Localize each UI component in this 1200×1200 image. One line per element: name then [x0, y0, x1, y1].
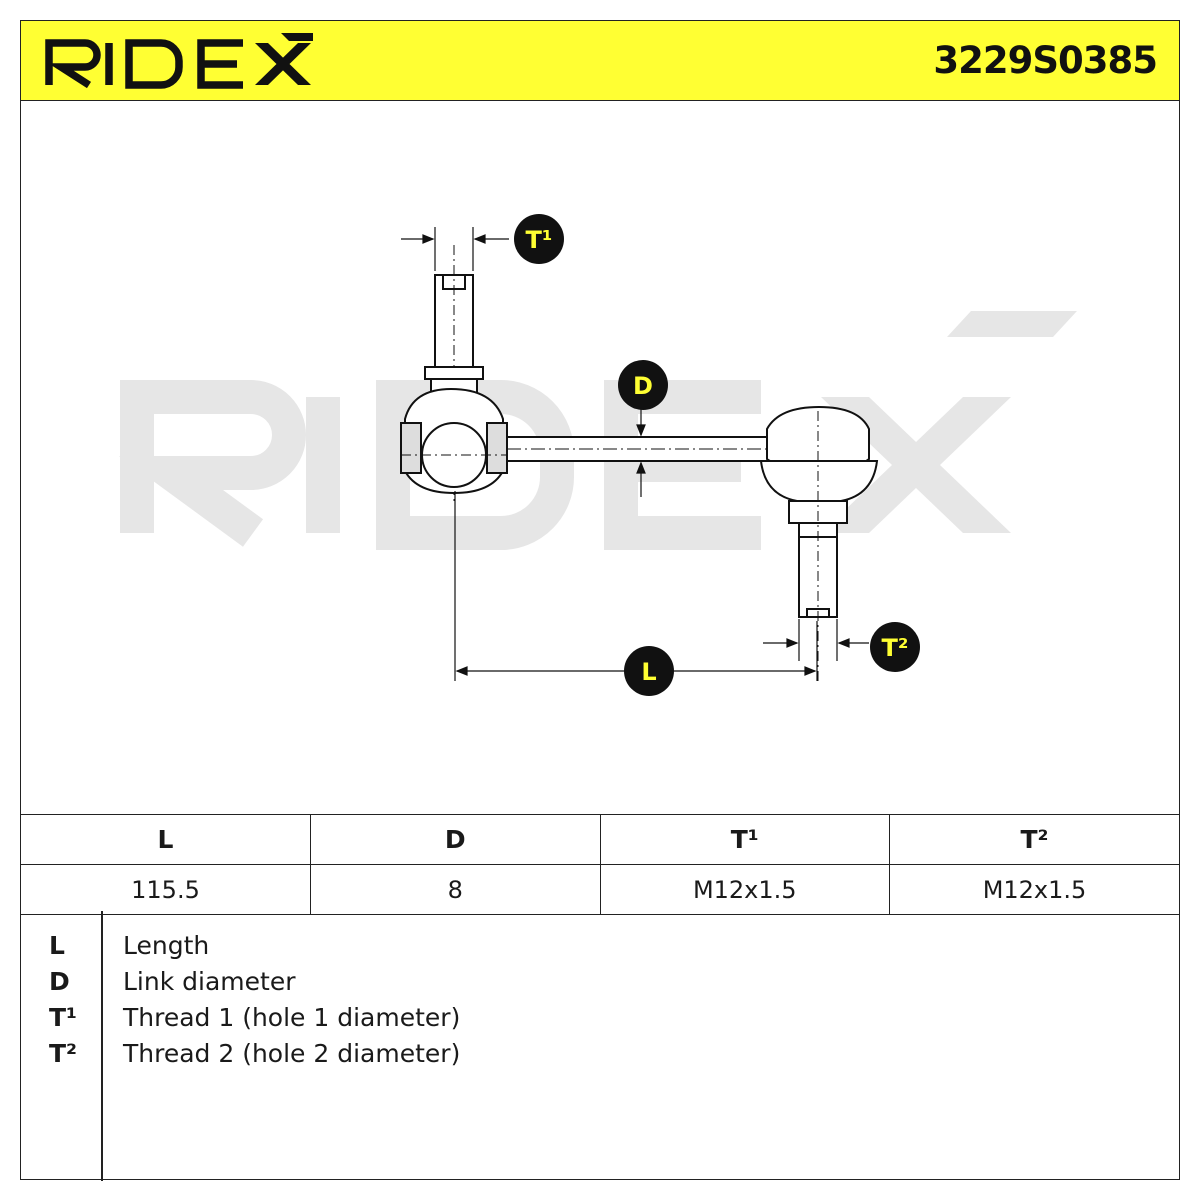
left-threaded-stud: [424, 245, 484, 505]
spec-header-t1: T¹: [599, 814, 890, 865]
ridex-logo: [43, 33, 321, 93]
legend: L Length D Link diameter T¹ Thread 1 (ho…: [21, 911, 1179, 1181]
link-rod: [506, 436, 770, 462]
left-ball-joint: [400, 387, 508, 495]
spec-table: L D T¹ T² 115.5 8 M12x1.5 M12x1.5: [21, 814, 1179, 915]
legend-description: Thread 2 (hole 2 diameter): [123, 1039, 461, 1068]
svg-text:L: L: [641, 658, 656, 686]
legend-key: T¹: [49, 1003, 78, 1032]
legend-description: Link diameter: [123, 967, 296, 996]
svg-text:D: D: [633, 372, 653, 400]
legend-item: T² Thread 2 (hole 2 diameter): [21, 1039, 1179, 1075]
spec-header-l: L: [21, 814, 311, 865]
spec-header-row: L D T¹ T²: [21, 814, 1179, 865]
legend-key: L: [49, 931, 65, 960]
legend-divider: [101, 911, 103, 1181]
legend-item: D Link diameter: [21, 967, 1179, 1003]
product-sheet: 3229S0385: [20, 20, 1180, 1181]
header-bar: 3229S0385: [21, 21, 1179, 101]
legend-description: Length: [123, 931, 210, 960]
legend-item: T¹ Thread 1 (hole 1 diameter): [21, 1003, 1179, 1039]
callout-l: L: [624, 646, 674, 696]
callout-t2: T²: [870, 622, 920, 672]
spec-value-d: 8: [310, 864, 601, 915]
legend-key: D: [49, 967, 70, 996]
svg-text:T²: T²: [882, 634, 909, 662]
spec-value-l: 115.5: [21, 864, 311, 915]
legend-description: Thread 1 (hole 1 diameter): [123, 1003, 461, 1032]
spec-header-d: D: [310, 814, 601, 865]
right-threaded-stud: [798, 411, 838, 681]
svg-text:T¹: T¹: [526, 226, 553, 254]
callout-d: D: [618, 360, 668, 410]
spec-header-t2: T²: [889, 814, 1179, 865]
technical-drawing: T¹ D L T²: [118, 214, 1077, 696]
callout-t1: T¹: [514, 214, 564, 264]
legend-key: T²: [49, 1039, 78, 1068]
spec-value-t2: M12x1.5: [889, 864, 1179, 915]
spec-value-row: 115.5 8 M12x1.5 M12x1.5: [21, 864, 1179, 915]
part-number: 3229S0385: [933, 39, 1158, 82]
legend-item: L Length: [21, 931, 1179, 967]
spec-value-t1: M12x1.5: [599, 864, 890, 915]
